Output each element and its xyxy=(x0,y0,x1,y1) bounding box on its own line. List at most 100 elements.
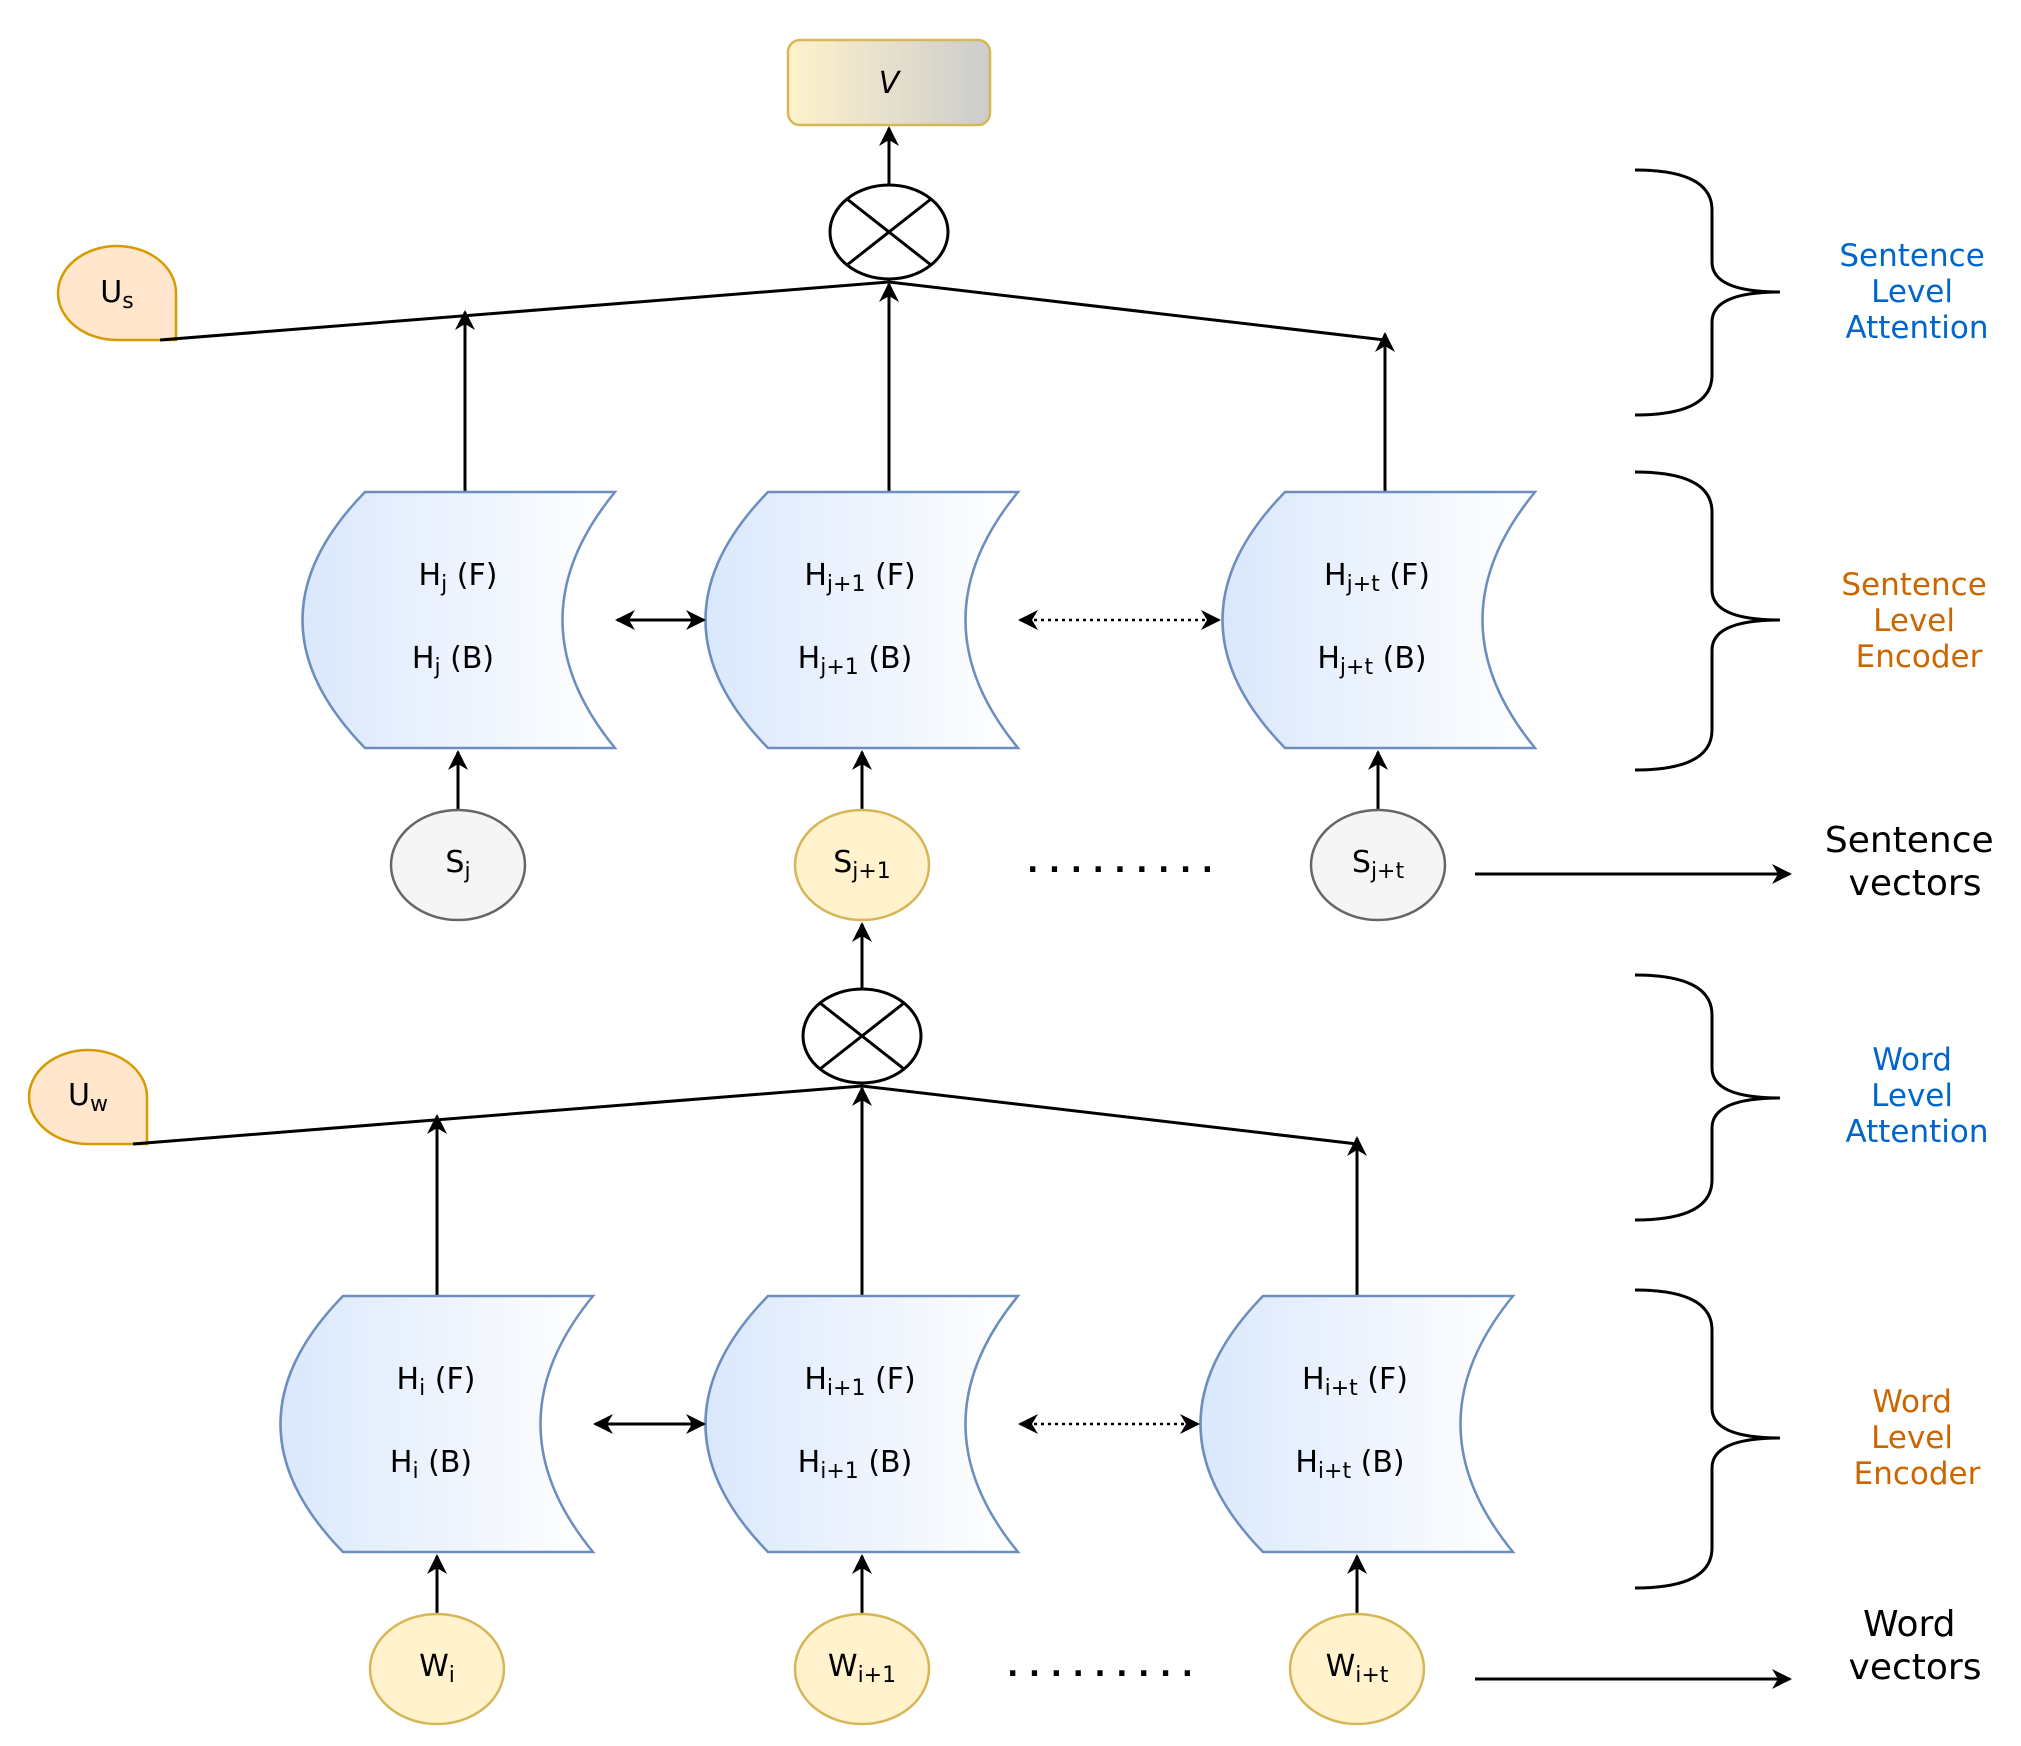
sentence-cell-2-f-sub: j+1 xyxy=(826,572,866,597)
sentence-cell-3-f-suffix: (F) xyxy=(1380,558,1430,593)
brace-word-encoder xyxy=(1634,1288,1781,1590)
word-cell-3-f-sub: i+t xyxy=(1325,1376,1359,1401)
sentence-cell-3: Hj+t (F) Hj+t (B) xyxy=(1221,490,1538,750)
sentence-cell-2: Hj+1 (F) Hj+1 (B) xyxy=(704,490,1021,750)
word-input-2-base: W xyxy=(828,1649,858,1684)
sentence-input-3-base: S xyxy=(1352,845,1371,880)
svg-text:Hi+t (F): Hi+t (F) xyxy=(1302,1362,1408,1401)
svg-text:Uw: Uw xyxy=(68,1078,108,1117)
svg-text:Sentence Level Attenti: Sentence Level Attention xyxy=(1839,238,1994,346)
word-cell-2-f-base: H xyxy=(804,1362,827,1397)
sentence-cell-1-b-sub: j xyxy=(433,655,440,680)
word-attention-lines xyxy=(132,1084,1358,1146)
sentence-input-1-base: S xyxy=(445,845,464,880)
svg-text:Wi+1: Wi+1 xyxy=(828,1649,896,1688)
output-node: V xyxy=(786,38,992,127)
sentence-encoder-line-1: Sentence xyxy=(1841,567,1986,603)
word-input-2: Wi+1 xyxy=(793,1612,931,1726)
sentence-cell-2-b-sub: j+1 xyxy=(819,655,859,680)
word-attention-line-1: Word xyxy=(1872,1042,1952,1078)
word-cell-3-f-base: H xyxy=(1302,1362,1325,1397)
word-context-vector-sub: w xyxy=(90,1092,108,1117)
sentence-cell-3-b-suffix: (B) xyxy=(1373,641,1427,676)
svg-text:Wi: Wi xyxy=(419,1649,455,1688)
word-input-3: Wi+t xyxy=(1288,1612,1426,1726)
word-cell-3-f-suffix: (F) xyxy=(1358,1362,1408,1397)
word-cell-2-b-sub: i+1 xyxy=(820,1459,859,1484)
sentence-attention-line-1: Sentence xyxy=(1839,238,1984,274)
word-context-vector: Uw xyxy=(27,1048,149,1146)
svg-text:Sj: Sj xyxy=(445,845,470,884)
word-cell-2-f-sub: i+1 xyxy=(827,1376,866,1401)
sentence-encoder-line-2: Level xyxy=(1873,603,1955,639)
sentence-cell-1-f-suffix: (F) xyxy=(447,558,497,593)
svg-text:Us: Us xyxy=(100,275,133,314)
sentence-cell-1-b-suffix: (B) xyxy=(441,641,495,676)
sentence-cell-3-b-base: H xyxy=(1317,641,1340,676)
brace-word-attention xyxy=(1634,973,1781,1222)
sentence-cell-3-b-sub: j+t xyxy=(1339,655,1374,680)
sentence-attention-line-3: Attention xyxy=(1845,310,1988,346)
word-input-1: Wi xyxy=(368,1612,506,1726)
word-input-2-sub: i+1 xyxy=(858,1663,897,1688)
svg-text:Sentence Level Encoder: Sentence Level Encoder xyxy=(1841,567,1996,675)
sentence-cell-2-b-suffix: (B) xyxy=(859,641,913,676)
sentence-cell-1-f-sub: j xyxy=(440,572,447,597)
svg-text:Hi+1 (F): Hi+1 (F) xyxy=(804,1362,915,1401)
output-label: V xyxy=(879,66,902,101)
word-cell-1: Hi (F) Hi (B) xyxy=(279,1294,596,1554)
sentence-cell-3-f-sub: j+t xyxy=(1346,572,1381,597)
svg-text:Sentence vectors: Sentence vectors xyxy=(1825,820,2005,904)
svg-text:Hj+t (F): Hj+t (F) xyxy=(1324,558,1430,597)
word-cell-2-b-base: H xyxy=(798,1445,821,1480)
svg-text:Hj+t (B): Hj+t (B) xyxy=(1317,641,1426,680)
sentence-context-vector-base: U xyxy=(100,275,122,310)
svg-text:Hj (F): Hj (F) xyxy=(419,558,498,597)
svg-text:Hi+1 (B): Hi+1 (B) xyxy=(798,1445,913,1484)
word-cell-1-f-base: H xyxy=(397,1362,420,1397)
svg-text:Sj+t: Sj+t xyxy=(1352,845,1405,884)
sentence-cell-2-f-base: H xyxy=(804,558,827,593)
word-input-3-base: W xyxy=(1326,1649,1356,1684)
word-input-3-sub: i+t xyxy=(1355,1663,1389,1688)
sentence-cell-1-f-base: H xyxy=(419,558,442,593)
sentence-attention-lines xyxy=(159,280,1386,342)
word-attention-line-2: Level xyxy=(1871,1078,1953,1114)
word-cell-1-b-sub: i xyxy=(412,1459,418,1484)
sentence-cell-1-b-base: H xyxy=(412,641,435,676)
sentence-cell-2-f-suffix: (F) xyxy=(865,558,915,593)
svg-text:Sj+1: Sj+1 xyxy=(833,845,891,884)
svg-text:Hi (F): Hi (F) xyxy=(397,1362,476,1401)
sentence-vectors-line-1: Sentence xyxy=(1825,820,1994,861)
brace-sentence-attention xyxy=(1634,168,1781,417)
sentence-attention-multiply-node xyxy=(828,183,950,281)
sentence-context-vector-sub: s xyxy=(122,289,133,314)
word-ellipsis: . . . . . . . . . xyxy=(1007,1649,1193,1684)
word-cell-3-b-base: H xyxy=(1295,1445,1318,1480)
sentence-cell-2-b-base: H xyxy=(798,641,821,676)
svg-text:Wi+t: Wi+t xyxy=(1326,1649,1389,1688)
word-cell-2: Hi+1 (F) Hi+1 (B) xyxy=(704,1294,1021,1554)
sentence-input-1: Sj xyxy=(389,808,527,922)
word-cell-1-f-suffix: (F) xyxy=(425,1362,475,1397)
word-vectors-line-2: vectors xyxy=(1849,1647,1982,1688)
word-input-1-base: W xyxy=(419,1649,449,1684)
svg-text:Word Level Encoder: Word Level Encoder xyxy=(1854,1384,1981,1492)
word-cell-2-b-suffix: (B) xyxy=(859,1445,913,1480)
word-encoder-line-1: Word xyxy=(1872,1384,1952,1420)
word-context-vector-base: U xyxy=(68,1078,90,1113)
svg-text:Hj+1 (F): Hj+1 (F) xyxy=(804,558,915,597)
svg-text:Hi+t (B): Hi+t (B) xyxy=(1295,1445,1404,1484)
word-cell-2-f-suffix: (F) xyxy=(865,1362,915,1397)
word-encoder-line-3: Encoder xyxy=(1854,1456,1981,1492)
brace-sentence-encoder xyxy=(1634,470,1781,772)
sentence-ellipsis: . . . . . . . . . xyxy=(1027,845,1213,880)
sentence-context-vector: Us xyxy=(56,244,178,342)
word-attention-multiply-node xyxy=(801,987,923,1085)
sentence-cell-1: Hj (F) Hj (B) xyxy=(301,490,618,750)
svg-text:Word vectors: Word vectors xyxy=(1849,1604,1982,1688)
sentence-input-3-sub: j+t xyxy=(1370,859,1405,884)
sentence-input-2-base: S xyxy=(833,845,852,880)
sentence-attention-line-2: Level xyxy=(1871,274,1953,310)
